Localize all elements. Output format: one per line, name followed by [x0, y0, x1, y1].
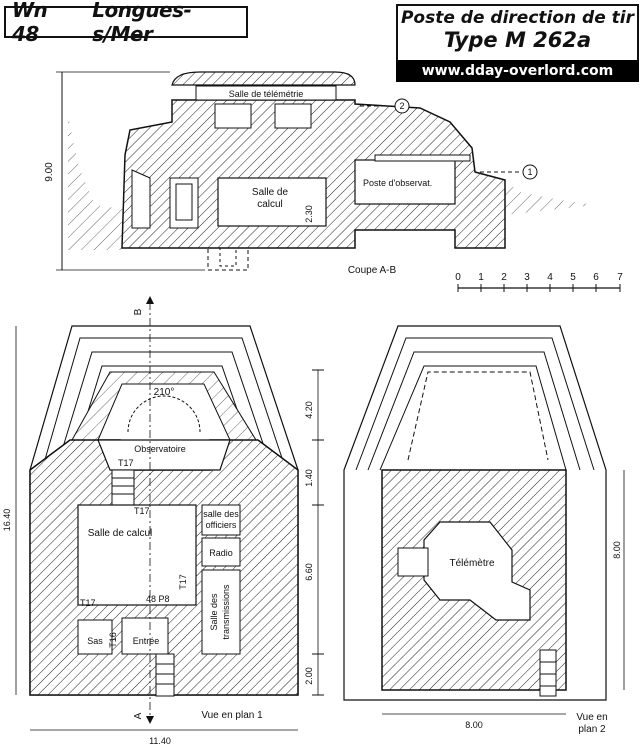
bunker-function: Poste de direction de tir — [400, 8, 635, 28]
ground-right — [500, 178, 595, 215]
telemeter-label: Télémètre — [449, 558, 494, 569]
calcul-room-label-2: calcul — [257, 199, 283, 210]
site-title-box: Wn 48 Longues-s/Mer — [4, 0, 248, 46]
entree-label: Entrée — [133, 636, 160, 646]
total-height-dim: 9.00 — [44, 162, 55, 182]
bunker-type: Type M 262a — [443, 28, 592, 52]
calcul-room-plan — [77, 504, 197, 606]
callout-2: 2 — [399, 101, 404, 111]
sas-label: Sas — [87, 636, 103, 646]
telemetry-room-label: Salle de télémétrie — [229, 89, 304, 99]
observatory-label: Observatoire — [134, 444, 186, 454]
observation-post-label: Poste d'observat. — [363, 178, 432, 188]
section-title: Coupe A-B — [348, 265, 397, 276]
observation-angle: 210° — [154, 387, 175, 398]
plan1-total-height: 16.40 — [2, 509, 12, 532]
calcul-room-label-1: Salle de — [252, 187, 289, 198]
plan1-dim-3: 6.60 — [304, 563, 314, 581]
t17-label-c: T17 — [178, 574, 188, 590]
t16-label: T16 — [108, 632, 118, 648]
site-code: Wn 48 — [12, 0, 48, 46]
officers-label-1: salle des — [203, 509, 239, 519]
callout-1: 1 — [527, 167, 532, 177]
plan1-dim-1: 4.20 — [304, 401, 314, 419]
transmissions-label-1: Salle des — [209, 593, 219, 631]
plan-view-1: 210° Observatoire Salle de calcul salle … — [2, 296, 324, 746]
site-location: Longues-s/Mer — [92, 0, 192, 46]
plan1-caption: Vue en plan 1 — [201, 710, 263, 721]
t17-label-b: T17 — [134, 506, 150, 516]
plan1-width: 11.40 — [149, 736, 171, 746]
scale-tick-4: 4 — [547, 272, 553, 283]
observation-room-section — [354, 159, 456, 205]
scale-tick-7: 7 — [617, 272, 623, 283]
plan2-height: 8.00 — [612, 541, 622, 559]
plan-view-2: Télémètre 8.00 8.00 Vue en plan 2 — [343, 325, 625, 735]
scale-bar: 0 1 2 3 4 5 6 7 — [455, 272, 623, 292]
inner-height-dim: 2.30 — [304, 205, 314, 223]
transmissions-label-2: transmissions — [221, 584, 231, 640]
plan2-width: 8.00 — [465, 720, 483, 730]
radio-label: Radio — [209, 548, 233, 558]
bunker-type-box: Poste de direction de tir Type M 262a — [396, 4, 639, 62]
plan2-caption-2: plan 2 — [578, 724, 606, 735]
calcul-room-section — [217, 177, 327, 227]
scale-tick-5: 5 — [570, 272, 576, 283]
section-marker-b: B — [133, 308, 144, 315]
plan1-dim-2: 1.40 — [304, 469, 314, 487]
p8-label: 48 P8 — [146, 594, 170, 604]
section-view: Salle de télémétrie Salle de calcul Post… — [44, 71, 595, 276]
section-marker-a: A — [133, 712, 144, 719]
t17-label-a: T17 — [118, 458, 134, 468]
scale-tick-2: 2 — [501, 272, 507, 283]
roof-cap — [171, 71, 356, 86]
scale-tick-6: 6 — [593, 272, 599, 283]
calcul-room-label: Salle de calcul — [88, 528, 152, 539]
ground-left — [68, 115, 130, 250]
plan1-dim-4: 2.00 — [304, 667, 314, 685]
officers-label-2: officiers — [206, 520, 237, 530]
scale-tick-0: 0 — [455, 272, 461, 283]
scale-tick-3: 3 — [524, 272, 530, 283]
plan2-caption-1: Vue en — [576, 712, 607, 723]
website-banner[interactable]: www.dday-overlord.com — [396, 60, 639, 82]
t17-label-d: T17 — [80, 598, 96, 608]
scale-tick-1: 1 — [478, 272, 484, 283]
